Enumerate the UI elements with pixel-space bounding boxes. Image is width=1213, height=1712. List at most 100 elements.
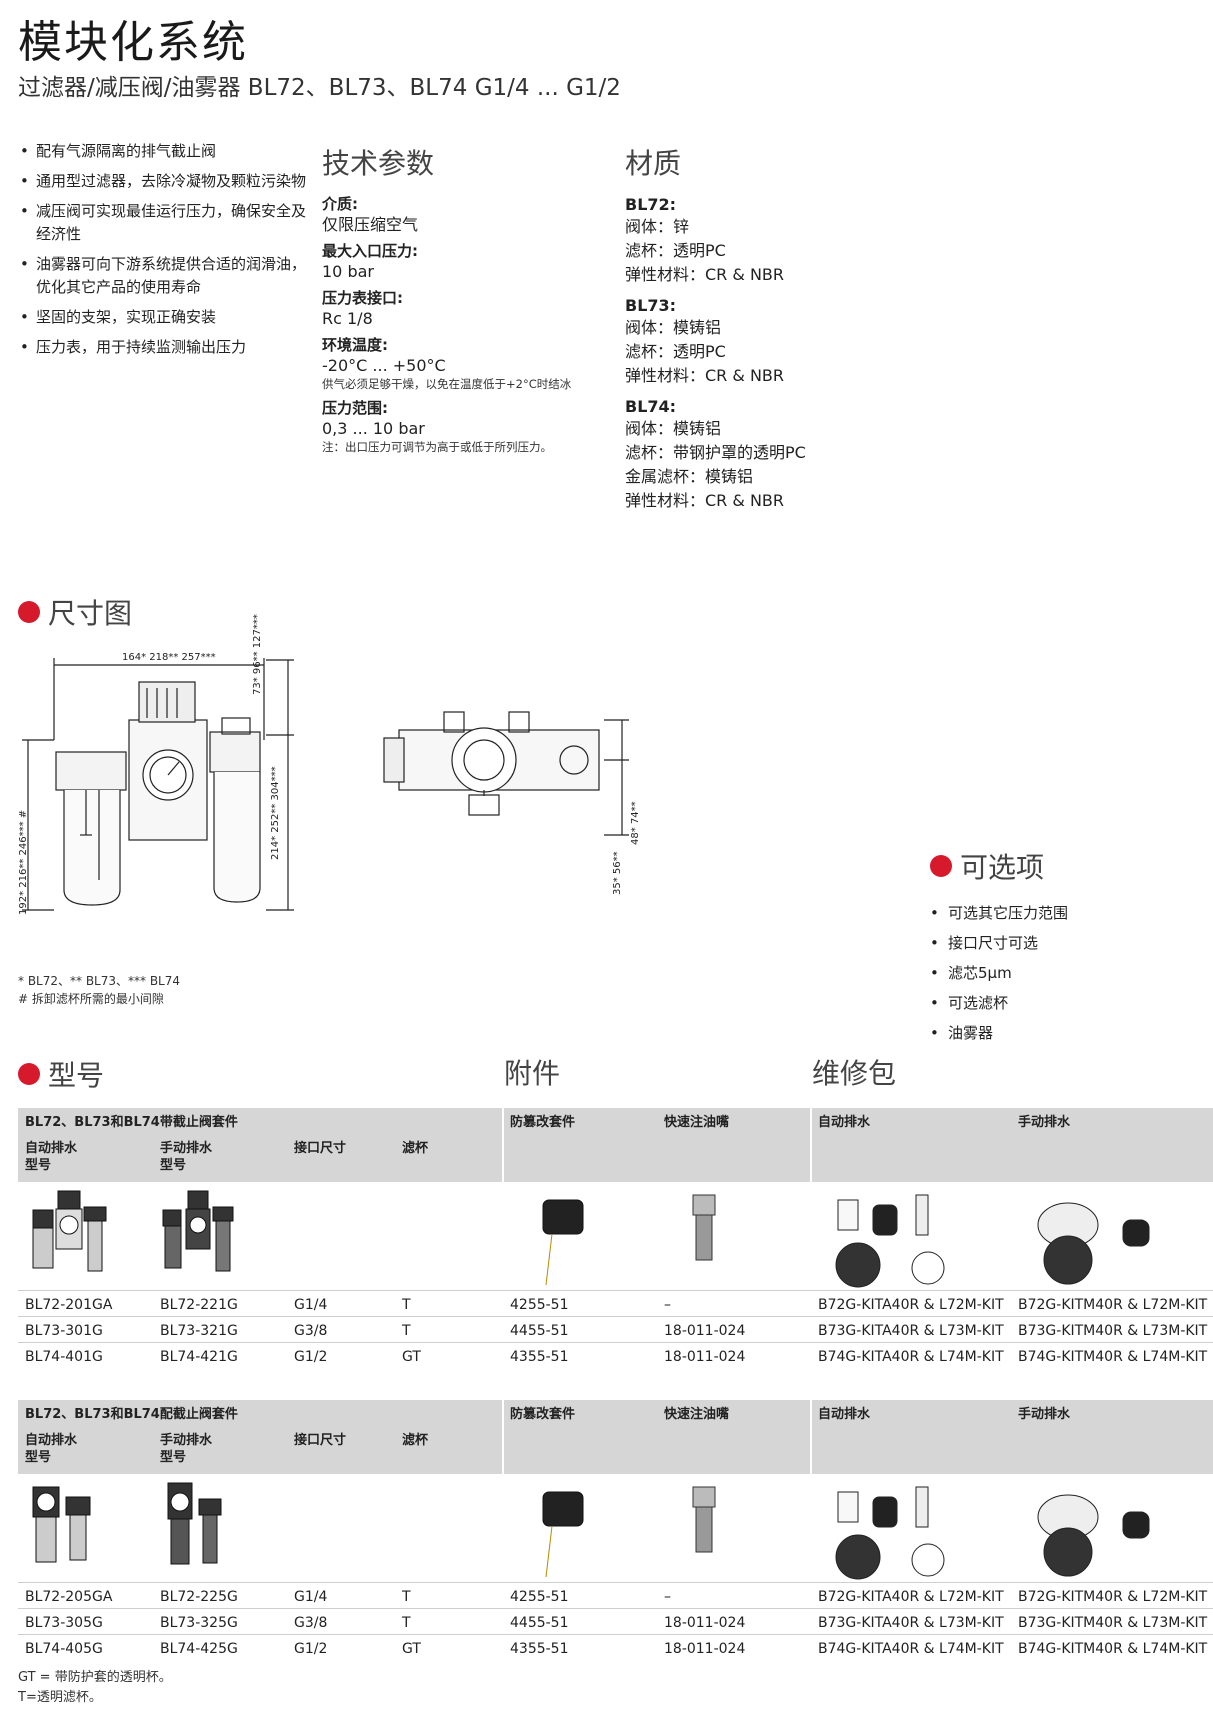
feature-list: 配有气源隔离的排气截止阀 通用型过滤器，去除冷凝物及颗粒污染物 减压阀可实现最佳… [20,140,310,366]
table2-col-port: 接口尺寸 [294,1433,347,1448]
kit-manual-image [1037,1494,1150,1577]
model-title: 型号 [48,1059,105,1092]
table1-group-title: BL72、BL73和BL74带截止阀套件 [25,1115,238,1130]
option-item: 可选滤杯 [930,988,1068,1018]
materials-title: 材质 [625,147,682,180]
table2-col-kit-auto: 自动排水 [818,1407,871,1422]
table-cell: T [402,1615,411,1631]
table-cell: G1/2 [294,1349,328,1365]
table-cell: B73G-KITM40R & L73M-KIT [1018,1615,1208,1631]
table1-col-auto: 自动排水 型号 [25,1141,78,1173]
table-cell: 4255-51 [510,1589,569,1605]
gauge-port-label: 压力表接口: [322,289,403,307]
table-cell: – [664,1589,671,1605]
page-subtitle: 过滤器/减压阀/油雾器 BL72、BL73、BL74 G1/4 ... G1/2 [18,75,621,101]
table-cell: BL74-425G [160,1641,238,1657]
table-cell: T [402,1589,411,1605]
table1-header-acc [504,1108,810,1182]
table-cell: BL73-305G [25,1615,103,1631]
dimensions-title: 尺寸图 [48,597,133,630]
fr-l-unit-image [167,1482,222,1565]
table2-col-guard: 防篡改套件 [510,1407,576,1422]
material-group-label: BL72: [625,195,677,214]
table-cell: BL74-401G [25,1349,103,1365]
table-cell: B72G-KITA40R & L72M-KIT [818,1297,1004,1313]
table-cell: 18-011-024 [664,1615,746,1631]
kits-title: 维修包 [812,1057,897,1090]
feature-item: 减压阀可实现最佳运行压力，确保安全及经济性 [20,200,310,246]
max-pressure-value: 10 bar [322,262,374,281]
range-note: 注：出口压力可调节为高于或低于所列压力。 [322,440,552,454]
model-heading: 型号 [18,1054,104,1094]
table-cell: BL74-421G [160,1349,238,1365]
table-cell: BL72-201GA [25,1297,113,1313]
dimension-notes: * BL72、** BL73、*** BL74 # 拆卸滤杯所需的最小间隙 [18,972,180,1008]
range-value: 0,3 ... 10 bar [322,419,425,438]
table-cell: G3/8 [294,1615,328,1631]
table-cell: 4255-51 [510,1297,569,1313]
options: 可选项 可选其它压力范围 接口尺寸可选 滤芯5µm 可选滤杯 油雾器 [930,846,1068,1048]
table-cell: B72G-KITA40R & L72M-KIT [818,1589,1004,1605]
table-cell: B74G-KITM40R & L74M-KIT [1018,1349,1208,1365]
table-cell: GT [402,1349,421,1365]
option-item: 滤芯5µm [930,958,1068,988]
options-title: 可选项 [960,851,1045,884]
material-group-label: BL74: [625,397,677,416]
material-line: 滤杯：透明PC [625,241,726,260]
red-dot-icon [930,855,952,877]
temp-note: 供气必须足够干燥，以免在温度低于+2°C时结冰 [322,377,572,391]
frl-unit-image [162,1190,234,1272]
table-cell: 18-011-024 [664,1323,746,1339]
table1-product-images [32,1190,1150,1288]
width-dim-label: 164* 218** 257*** [122,652,216,663]
table2-col-kit-manual: 手动排水 [1018,1407,1071,1422]
table1-col-kit-manual: 手动排水 [1018,1115,1071,1130]
table-cell: BL73-301G [25,1323,103,1339]
guard-kit-image [542,1491,584,1578]
table-cell: BL72-221G [160,1297,238,1313]
table2-col-quick: 快速注油嘴 [664,1407,730,1422]
material-line: 阀体：锌 [625,217,690,236]
table-cell: BL73-325G [160,1615,238,1631]
side-top-label: 48* 74** [630,801,641,845]
table1-col-bowl: 滤杯 [402,1141,429,1156]
table-cell: BL73-321G [160,1323,238,1339]
feature-item: 油雾器可向下游系统提供合适的润滑油，优化其它产品的使用寿命 [20,253,310,299]
red-dot-icon [18,601,40,623]
material-line: 滤杯：透明PC [625,342,726,361]
table-cell: 18-011-024 [664,1349,746,1365]
page-title: 模块化系统 [18,17,248,68]
table-cell: G1/2 [294,1641,328,1657]
accessories-title: 附件 [504,1057,561,1090]
footnote-gt: GT = 带防护套的透明杯。 [18,1670,172,1685]
table-cell: B73G-KITA40R & L73M-KIT [818,1323,1004,1339]
red-dot-icon [18,1063,40,1085]
table-cell: BL74-405G [25,1641,103,1657]
table1-col-port: 接口尺寸 [294,1141,347,1156]
frl-unit-image [32,1190,107,1272]
table-cell: B73G-KITM40R & L73M-KIT [1018,1323,1208,1339]
table2-header-kit [812,1400,1213,1474]
height-mid-label: 214* 252** 304*** [270,766,281,860]
quick-fill-nozzle-image [692,1194,716,1261]
materials: 材质 BL72: 阀体：锌 滤杯：透明PC 弹性材料：CR & NBR BL73… [625,142,925,513]
table-cell: T [402,1297,411,1313]
guard-kit-image [542,1199,584,1286]
table-cell: BL72-225G [160,1589,238,1605]
table-cell: G1/4 [294,1297,328,1313]
tech-data: 技术参数 介质: 仅限压缩空气 最大入口压力: 10 bar 压力表接口: Rc… [322,142,622,455]
material-line: 阀体：模铸铝 [625,318,722,337]
material-line: 阀体：模铸铝 [625,419,722,438]
table2-group-title: BL72、BL73和BL74配截止阀套件 [25,1407,238,1422]
range-label: 压力范围: [322,399,388,417]
material-line: 弹性材料：CR & NBR [625,491,785,510]
height-left-label: 192* 216** 246*** # [18,809,29,915]
table-cell: B74G-KITA40R & L74M-KIT [818,1349,1004,1365]
feature-item: 通用型过滤器，去除冷凝物及颗粒污染物 [20,170,310,193]
table2-product-images [32,1482,1150,1580]
option-item: 可选其它压力范围 [930,898,1068,928]
table-cell: T [402,1323,411,1339]
material-line: 金属滤杯：模铸铝 [625,467,754,486]
material-line: 弹性材料：CR & NBR [625,265,785,284]
temp-value: -20°C ... +50°C [322,356,446,375]
